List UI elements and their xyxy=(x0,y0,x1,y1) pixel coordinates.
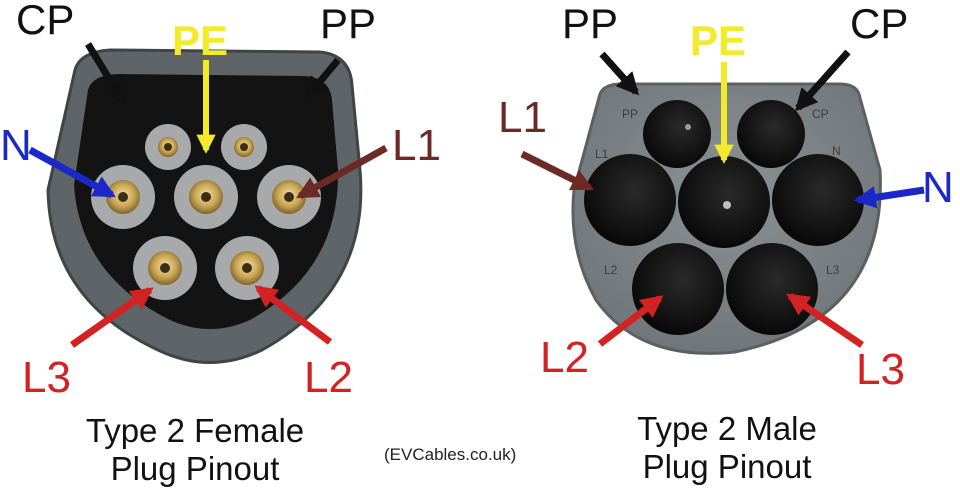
male-arrow-cp xyxy=(795,49,851,112)
male-pin-n xyxy=(772,154,864,246)
male-label-l3: L3 xyxy=(856,345,905,394)
credit-text: (EVCables.co.uk) xyxy=(384,445,517,464)
male-pin-l1 xyxy=(584,154,676,246)
male-engraved-cp: CP xyxy=(812,107,829,121)
female-arrow-l2 xyxy=(254,285,333,345)
male-caption-line2: Plug Pinout xyxy=(642,448,812,485)
male-label-l2: L2 xyxy=(540,333,589,382)
female-pin-n xyxy=(91,165,155,229)
female-label-cp: CP xyxy=(16,0,74,43)
male-engraved-pp: PP xyxy=(622,107,638,121)
female-pin-cp xyxy=(145,124,191,170)
female-label-pp: PP xyxy=(320,0,376,47)
female-caption: Type 2 Female Plug Pinout xyxy=(64,412,326,488)
female-label-l1: L1 xyxy=(392,121,441,170)
male-label-pe: PE xyxy=(690,17,746,64)
male-pin-pp xyxy=(643,100,711,168)
female-arrow-cp xyxy=(85,42,125,104)
male-engraved-l3: L3 xyxy=(826,263,840,277)
female-pin-pe xyxy=(174,165,238,229)
male-pe-highlight xyxy=(723,201,731,209)
female-caption-line2: Plug Pinout xyxy=(110,450,280,487)
male-pin-l3 xyxy=(726,243,818,335)
male-engraved-l1: L1 xyxy=(595,147,609,161)
male-engraved-n: N xyxy=(832,144,841,158)
female-label-pe: PE xyxy=(172,17,228,64)
male-engraved-l2: L2 xyxy=(604,263,618,277)
female-label-l3: L3 xyxy=(22,353,71,402)
male-caption: Type 2 Male Plug Pinout xyxy=(612,410,842,486)
male-arrow-n xyxy=(853,186,925,209)
female-pin-l1 xyxy=(257,165,321,229)
female-label-l2: L2 xyxy=(304,353,353,402)
female-pin-l2 xyxy=(215,236,279,300)
male-label-n: N xyxy=(922,163,954,212)
male-pin-l2 xyxy=(632,243,724,335)
male-pp-highlight xyxy=(685,124,691,130)
male-caption-line1: Type 2 Male xyxy=(637,410,817,447)
female-arrow-l3 xyxy=(69,287,154,348)
male-pin-pe xyxy=(678,156,770,248)
male-connector: PP CP L1 N L2 L3 PP PE CP L1 N L2 L3 xyxy=(498,0,954,394)
female-pin-pp xyxy=(221,124,267,170)
female-arrow-n xyxy=(28,146,116,199)
female-arrow-l1 xyxy=(296,144,388,200)
female-label-n: N xyxy=(0,121,32,170)
male-arrow-l2 xyxy=(597,295,664,347)
male-arrow-l1 xyxy=(520,150,595,192)
female-connector: CP PE PP N L1 L3 L2 xyxy=(0,0,441,402)
male-label-pp: PP xyxy=(562,0,618,47)
female-arrow-pp xyxy=(305,57,341,100)
male-label-cp: CP xyxy=(850,0,908,47)
female-pin-l3 xyxy=(133,236,197,300)
female-caption-line1: Type 2 Female xyxy=(85,412,305,449)
male-arrow-pp xyxy=(599,51,639,96)
male-arrow-l3 xyxy=(786,293,864,348)
male-pin-cp xyxy=(737,100,805,168)
male-label-l1: L1 xyxy=(498,93,547,142)
